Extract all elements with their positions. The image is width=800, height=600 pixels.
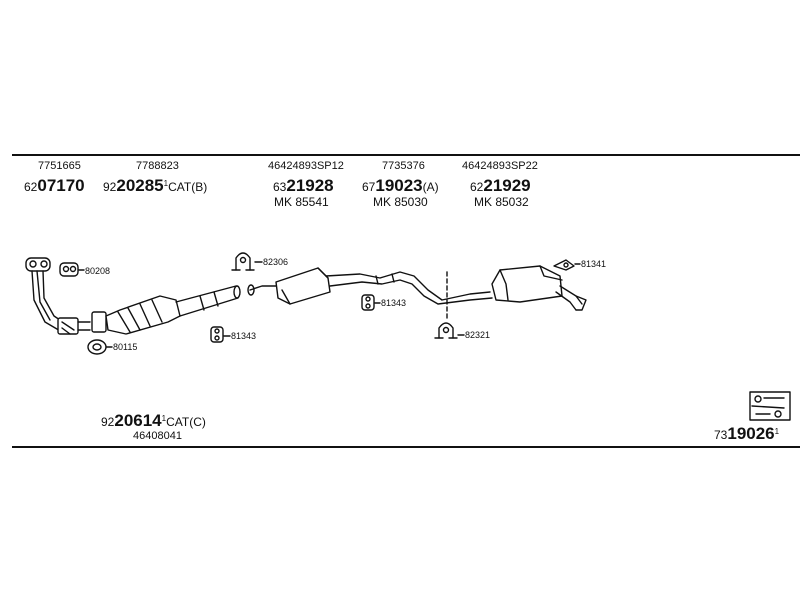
part-ref-1: 7751665 [38, 160, 81, 172]
callout-clamp-front: 82306 [263, 257, 289, 267]
part-ref-3: 46424893SP12 [268, 160, 344, 172]
gasket-icon [87, 339, 107, 355]
rear-silencer-icon [491, 265, 587, 311]
callout-gasket-front: 80208 [85, 266, 111, 276]
part-number-2: 92202851CAT(B) [103, 176, 208, 195]
rubber-mount-icon [361, 294, 375, 311]
part-ref-2: 7788823 [136, 160, 179, 172]
callout-mount-middle: 81343 [381, 298, 407, 308]
clamp-icon [434, 322, 458, 339]
part-ref-4: 7735376 [382, 160, 425, 172]
part-number-4: 6719023(A) [362, 176, 439, 195]
part-number-mounting-kit: 73190261 [714, 424, 780, 443]
callout-hanger: 81341 [581, 259, 607, 269]
mounting-kit-icon [749, 391, 791, 421]
mounting-kit-4: MK 85030 [373, 195, 428, 209]
callout-mount-left: 81343 [231, 331, 257, 341]
exhaust-manifold-icon [25, 257, 91, 335]
part-number-3: 6321928 [273, 176, 334, 195]
part-number-cat-c: 92206141CAT(C) [101, 411, 206, 430]
bottom-rule [12, 446, 800, 448]
gasket-icon [59, 262, 79, 277]
clamp-icon [231, 252, 255, 271]
middle-silencer-icon [247, 267, 493, 305]
catalytic-converter-icon [91, 285, 241, 335]
part-number-1: 6207170 [24, 176, 85, 195]
top-rule [12, 154, 800, 156]
rubber-mount-icon [210, 326, 224, 343]
mounting-kit-3: MK 85541 [274, 195, 329, 209]
callout-clamp-rear: 82321 [465, 330, 491, 340]
part-ref-5: 46424893SP22 [462, 160, 538, 172]
mounting-kit-5: MK 85032 [474, 195, 529, 209]
callout-gasket-lower: 80115 [113, 342, 138, 352]
part-ref-cat-c: 46408041 [133, 430, 182, 442]
hanger-icon [553, 259, 575, 271]
part-number-5: 6221929 [470, 176, 531, 195]
